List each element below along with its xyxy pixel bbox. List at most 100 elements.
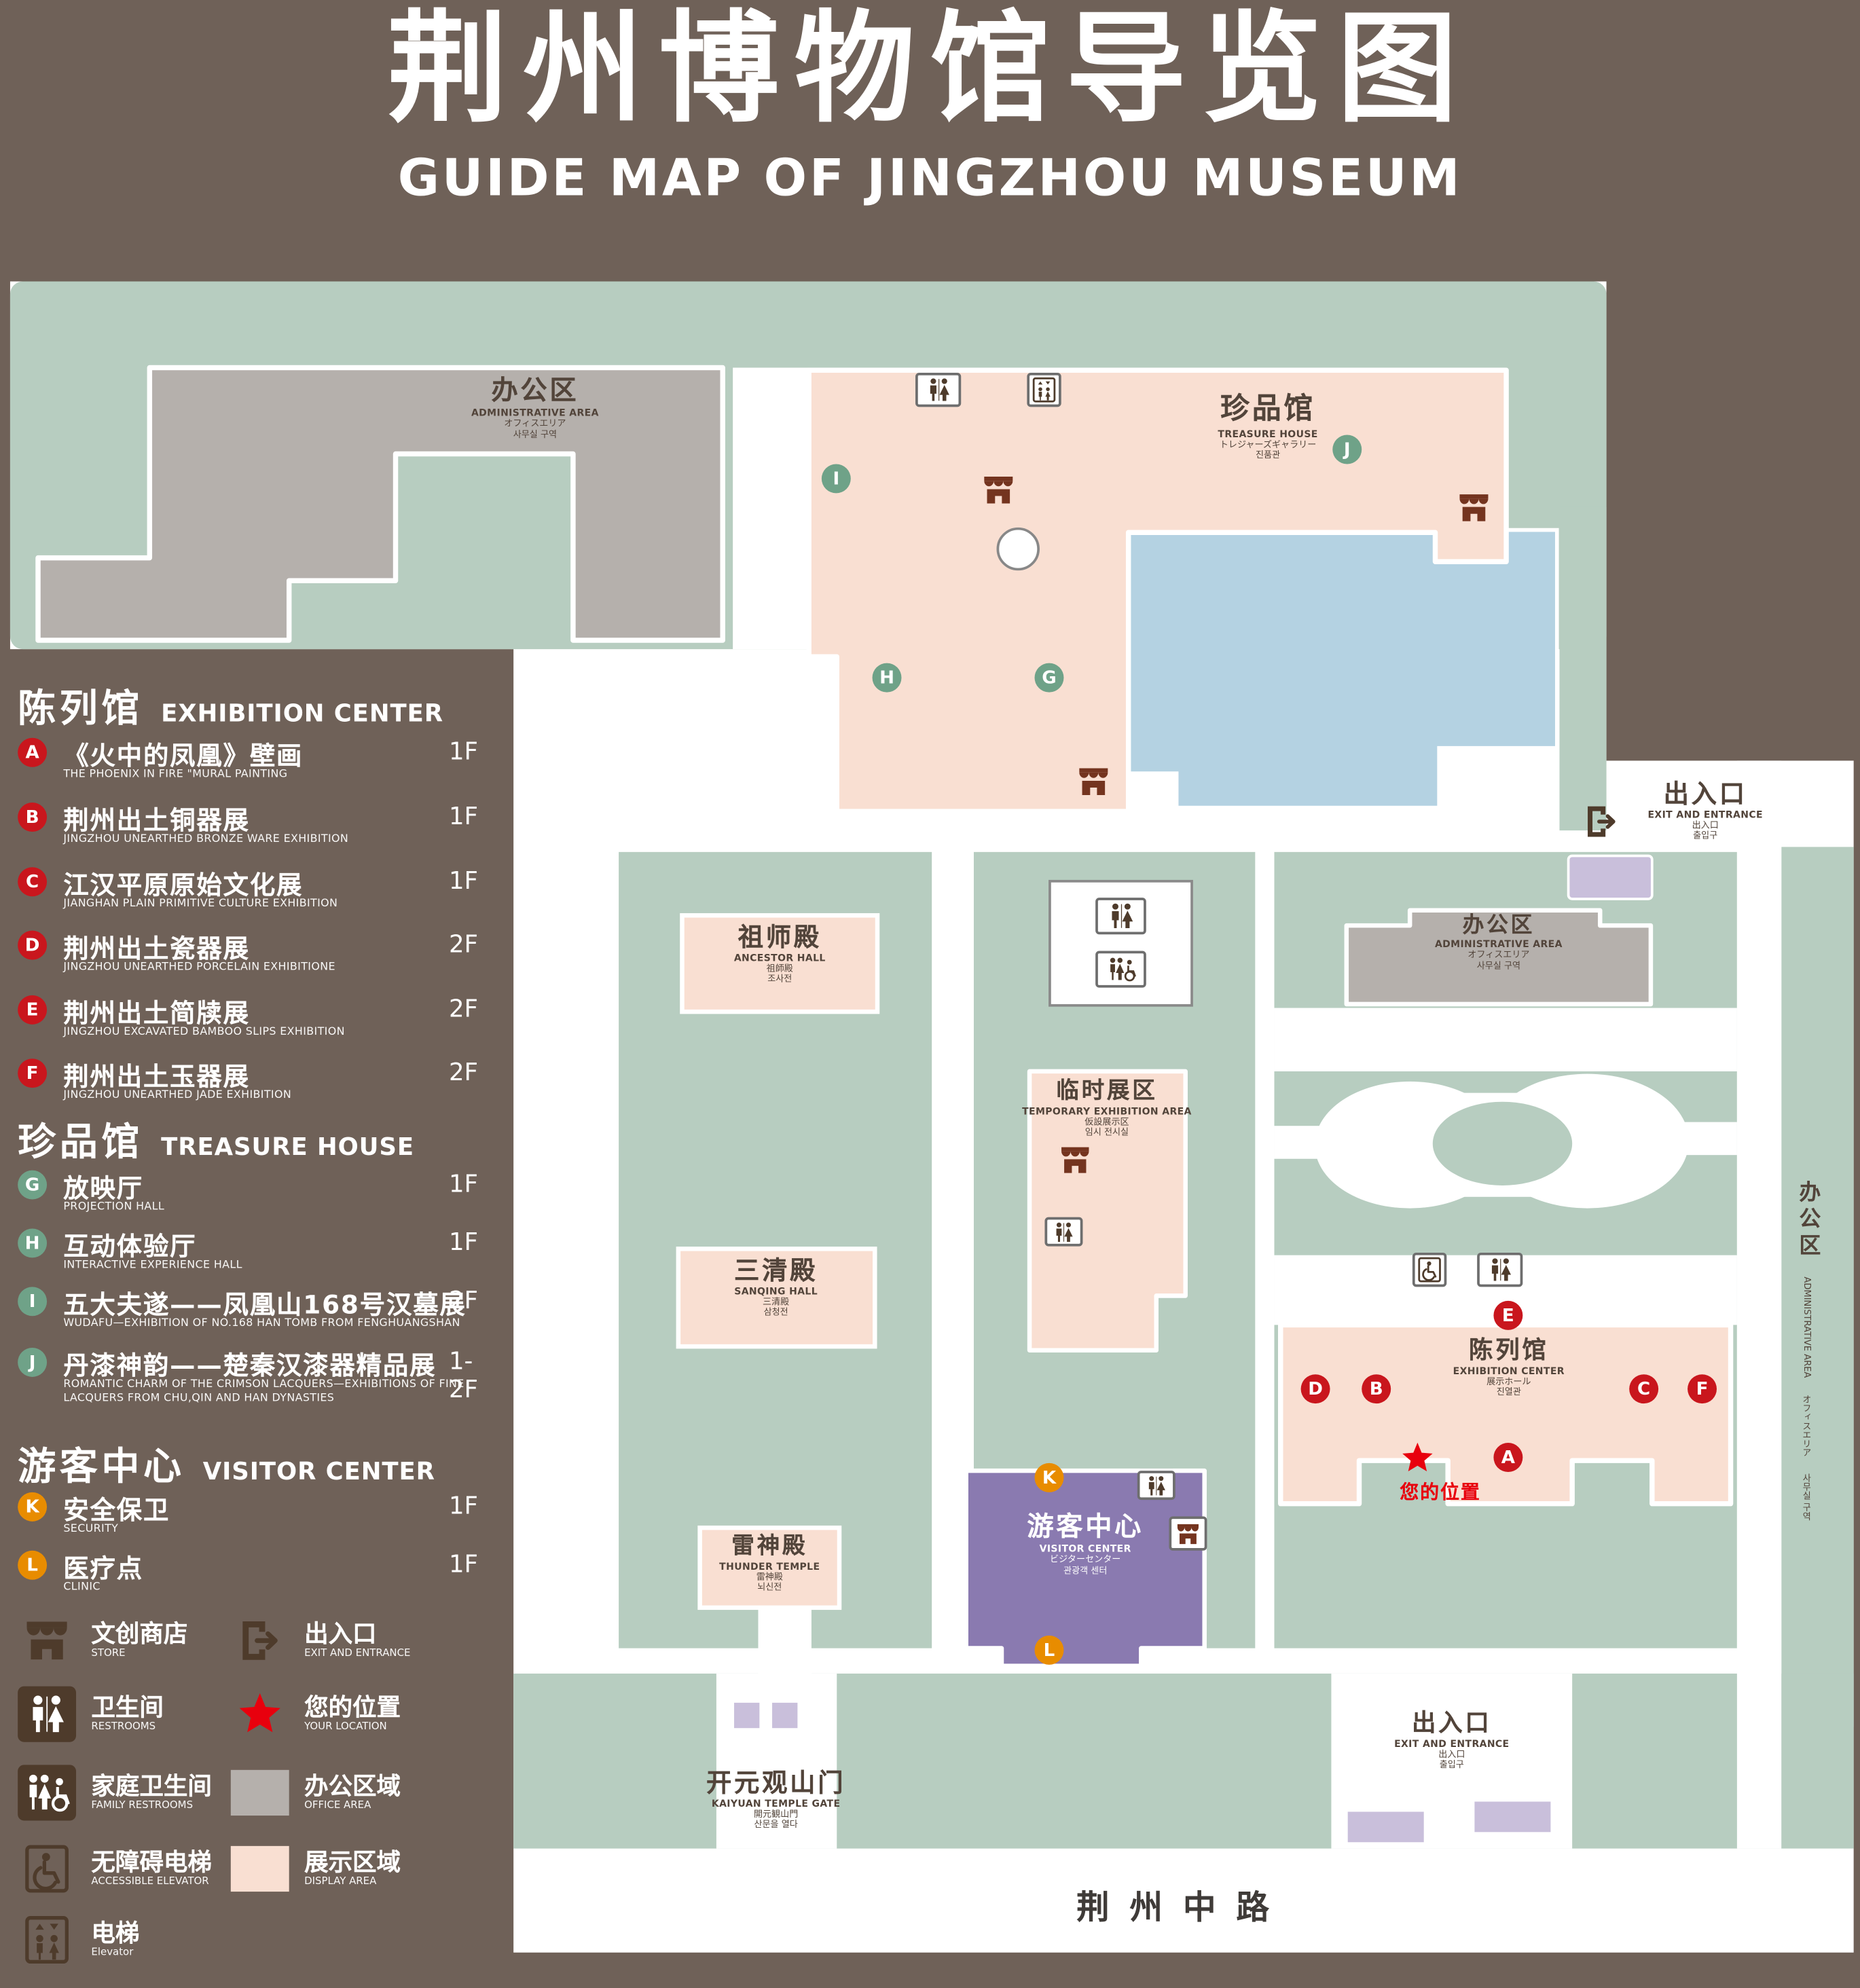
marker-badge-d: D — [18, 930, 48, 960]
store-icon — [981, 473, 1015, 507]
item-floor: 2F — [448, 1287, 478, 1315]
accessible-elevator-icon — [18, 1841, 76, 1896]
legend-section-zh: 珍品馆 — [18, 1120, 143, 1166]
map-marker-i: I — [821, 464, 851, 494]
legend-item-g: G 放映厅 PROJECTION HALL 1F — [18, 1168, 490, 1229]
key-zh: 您的位置 — [304, 1693, 401, 1722]
key-en: Elevator — [91, 1946, 134, 1958]
legend-item-l: L 医疗点 CLINIC 1F — [18, 1548, 490, 1609]
label-ja: 展示ホール — [1487, 1376, 1531, 1387]
label-en: KAIYUAN TEMPLE GATE — [711, 1797, 841, 1809]
label-zh: 开元观山门 — [706, 1767, 846, 1798]
exit-right-label: 出入口 EXIT AND ENTRANCE 出入口 출입구 — [1647, 779, 1762, 842]
item-en: SECURITY — [63, 1522, 119, 1536]
label-zh: 珍品馆 — [1220, 392, 1316, 426]
item-zh: 《火中的凤凰》壁画 — [63, 740, 304, 771]
label-ko: 산문을 열다 — [754, 1820, 798, 1830]
item-en: INTERACTIVE EXPERIENCE HALL — [63, 1259, 242, 1272]
label-zh: 游客中心 — [1027, 1511, 1144, 1542]
label-en: THUNDER TEMPLE — [719, 1560, 820, 1572]
item-en: JINGZHOU EXCAVATED BAMBOO SLIPS EXHIBITI… — [63, 1025, 345, 1039]
path-gate-approach — [758, 1607, 812, 1679]
key-zh: 办公区域 — [304, 1772, 401, 1801]
marker-badge-i: I — [18, 1287, 48, 1317]
legend-item-f: F 荆州出土玉器展 JINGZHOU UNEARTHED JADE EXHIBI… — [18, 1056, 490, 1118]
label-ko: 관광객 센터 — [1063, 1565, 1108, 1576]
label-en: VISITOR CENTER — [1039, 1543, 1131, 1555]
label-ja: 出入口 — [1438, 1749, 1465, 1760]
label-zh: 办公区 — [1462, 913, 1535, 938]
label-zh: 雷神殿 — [731, 1532, 808, 1560]
exhibition-center-label: 陈列馆 EXHIBITION CENTER 展示ホール 진열관 — [1453, 1336, 1565, 1398]
admin-right-label: 办公区 ADMINISTRATIVE AREA オフィスエリア 사무실 구역 — [1435, 913, 1563, 971]
elevator-icon — [18, 1912, 76, 1968]
road-label: 荆州中路 — [1076, 1889, 1290, 1928]
label-ko: 출입구 — [1439, 1760, 1464, 1771]
garden-island — [1432, 1101, 1573, 1185]
exit-bottom-label: 出入口 EXIT AND ENTRANCE 出入口 출입구 — [1394, 1709, 1509, 1771]
key-zh: 出入口 — [304, 1620, 377, 1649]
label-ko: 사무실 구역 — [1802, 1473, 1812, 1521]
item-floor: 1F — [448, 803, 478, 831]
accessible-elevator-icon — [1412, 1252, 1447, 1287]
item-floor: 1-2F — [448, 1347, 478, 1404]
building-thunder-temple — [697, 1525, 842, 1610]
map-marker-k: K — [1034, 1462, 1064, 1492]
map-marker-h: H — [872, 663, 902, 693]
key-zh: 家庭卫生间 — [91, 1772, 212, 1801]
key-en: RESTROOMS — [91, 1720, 156, 1732]
map-marker-d: D — [1300, 1374, 1330, 1404]
label-ko: 임시 전시실 — [1084, 1127, 1129, 1137]
item-en: THE PHOENIX IN FIRE "MURAL PAINTING — [63, 768, 288, 781]
path-vertical-2 — [1255, 851, 1275, 1649]
entrance-pad-right — [1567, 854, 1654, 900]
key-en: STORE — [91, 1646, 126, 1659]
map-marker-g: G — [1034, 663, 1064, 693]
thunder-temple-label: 雷神殿 THUNDER TEMPLE 雷神殿 뇌신전 — [719, 1533, 820, 1593]
location-star-icon — [231, 1687, 289, 1742]
map-marker-b: B — [1362, 1374, 1391, 1404]
item-en: PROJECTION HALL — [63, 1200, 165, 1214]
label-ko: 조사전 — [767, 974, 792, 984]
map-marker-f: F — [1688, 1374, 1717, 1404]
legend-item-h: H 互动体验厅 INTERACTIVE EXPERIENCE HALL 1F — [18, 1226, 490, 1287]
restroom-icon — [915, 373, 962, 407]
label-ja: トレジャーズギャラリー — [1219, 439, 1317, 450]
label-en: ADMINISTRATIVE AREA — [471, 407, 599, 419]
item-floor: 1F — [448, 1550, 478, 1579]
store-icon — [1169, 1516, 1207, 1551]
item-zh: 医疗点 — [63, 1553, 143, 1584]
building-sanqing-hall — [676, 1247, 877, 1349]
office-area-swatch — [230, 1769, 289, 1816]
marker-badge-a: A — [18, 737, 48, 767]
building-treasure-house — [806, 367, 1509, 814]
key-zh: 展示区域 — [304, 1848, 401, 1877]
label-zh: 祖师殿 — [737, 921, 822, 953]
gate-post-1 — [731, 1700, 763, 1731]
legend-item-c: C 江汉平原原始文化展 JIANGHAN PLAIN PRIMITIVE CUL… — [18, 865, 490, 926]
label-zh: 出入口 — [1663, 778, 1747, 809]
item-zh: 江汉平原原始文化展 — [63, 870, 304, 900]
map-marker-l: L — [1034, 1635, 1064, 1665]
item-en: ROMANTIC CHARM OF THE CRIMSON LACQUERS—E… — [63, 1378, 464, 1405]
label-ko: 출입구 — [1693, 830, 1718, 841]
marker-badge-l: L — [18, 1550, 48, 1580]
key-en: ACCESSIBLE ELEVATOR — [91, 1875, 209, 1887]
label-en: ADMINISTRATIVE AREA — [1434, 938, 1563, 951]
item-en: JINGZHOU UNEARTHED JADE EXHIBITION — [63, 1089, 292, 1102]
legend-section-exhibition-center: 陈列馆 EXHIBITION CENTER — [18, 677, 443, 733]
path-below-admin — [1274, 1008, 1737, 1071]
key-en: DISPLAY AREA — [304, 1875, 377, 1887]
exit-icon — [1582, 803, 1620, 841]
ancestor-hall-label: 祖师殿 ANCESTOR HALL 祖師殿 조사전 — [734, 922, 826, 985]
label-ko: 진품관 — [1256, 449, 1281, 460]
label-ja: 雷神殿 — [756, 1571, 783, 1582]
legend-item-b: B 荆州出土铜器展 JINGZHOU UNEARTHED BRONZE WARE… — [18, 800, 490, 861]
label-ko: 진열관 — [1496, 1387, 1521, 1398]
building-ancestor-hall — [680, 913, 880, 1014]
item-floor: 1F — [448, 1170, 478, 1198]
label-en: ANCESTOR HALL — [733, 952, 826, 964]
garden-path-east — [1679, 1122, 1737, 1156]
